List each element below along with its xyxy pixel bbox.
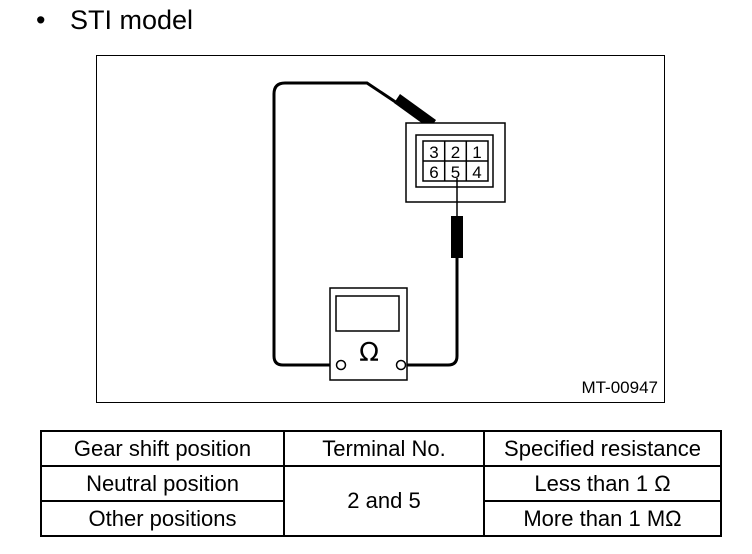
table-header-row: Gear shift position Terminal No. Specifi… — [40, 430, 722, 467]
left-test-lead — [272, 81, 398, 367]
header-cell: Gear shift position — [40, 430, 285, 467]
bullet: • — [36, 5, 46, 35]
resistance-cell: Less than 1 Ω — [483, 465, 722, 502]
ohmmeter-icon: Ω — [329, 287, 408, 381]
figure-code: MT-00947 — [581, 378, 658, 397]
header-cell: Terminal No. — [283, 430, 485, 467]
position-cell: Neutral position — [40, 465, 285, 502]
right-test-lead — [405, 258, 459, 367]
spec-table: Gear shift position Terminal No. Specifi… — [40, 430, 722, 537]
table-row: Other positions More than 1 MΩ — [40, 500, 722, 537]
header-cell: Specified resistance — [483, 430, 722, 467]
connector-icon: 3 2 1 6 5 4 — [405, 122, 506, 203]
resistance-cell: More than 1 MΩ — [483, 500, 722, 537]
position-cell: Other positions — [40, 500, 285, 537]
terminal-cell: 2 and 5 — [283, 465, 485, 537]
section-heading: • STI model — [36, 2, 193, 38]
ohm-symbol: Ω — [359, 338, 379, 368]
pin-label: 5 — [451, 163, 460, 182]
table-row: Neutral position 2 and 5 Less than 1 Ω — [40, 465, 722, 537]
pin-label: 1 — [472, 143, 481, 162]
probe-icon — [451, 178, 463, 258]
heading-text: STI model — [70, 5, 194, 35]
wiring-diagram: 3 2 1 6 5 4 Ω MT-00947 — [96, 55, 665, 403]
pin-label: 6 — [429, 163, 438, 182]
pin-label: 2 — [451, 143, 460, 162]
pin-label: 4 — [472, 163, 481, 182]
ohmmeter-connection-diagram: 3 2 1 6 5 4 Ω — [272, 81, 506, 381]
pin-label: 3 — [429, 143, 438, 162]
